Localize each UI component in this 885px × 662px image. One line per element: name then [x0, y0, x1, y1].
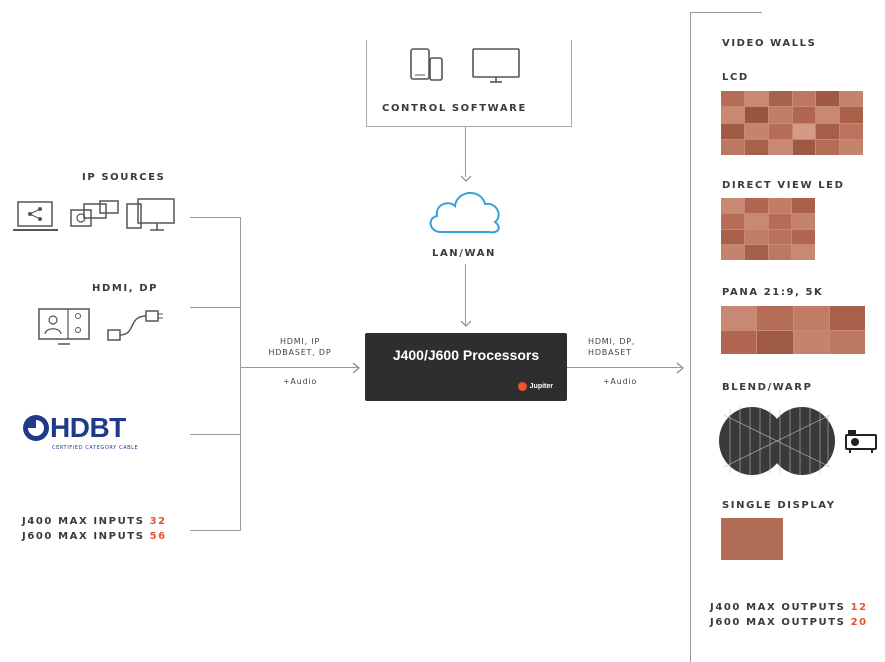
max-outputs-j400-label: J400 MAX OUTPUTS — [710, 602, 851, 613]
video-conference-icon — [38, 308, 90, 345]
dvled-label: DIRECT VIEW LED — [722, 180, 845, 191]
input-audio-label: +Audio — [282, 377, 318, 386]
processor-title: J400/J600 Processors — [392, 347, 540, 363]
cloud-to-processor-line — [465, 264, 466, 326]
processor-to-output-line — [567, 367, 681, 368]
max-inputs-j600: J600 MAX INPUTS 56 — [22, 531, 167, 542]
hdbt-connector — [190, 434, 240, 435]
processor-box: J400/J600 Processors Jupiter — [365, 333, 567, 401]
lcd-wall-image — [721, 91, 863, 155]
control-software-label: CONTROL SOFTWARE — [382, 103, 527, 114]
arrow-right-icon — [352, 362, 360, 374]
max-outputs-j600: J600 MAX OUTPUTS 20 — [710, 617, 868, 628]
blend-warp-image — [719, 407, 835, 475]
jupiter-logo-text: Jupiter — [529, 383, 553, 390]
input-to-processor-line — [240, 367, 358, 368]
camera-icon — [70, 200, 119, 227]
single-display-label: SINGLE DISPLAY — [722, 500, 836, 511]
max-inputs-j400-label: J400 MAX INPUTS — [22, 516, 150, 527]
hdbt-logo-text: HDBT — [50, 412, 126, 443]
lan-wan-label: LAN/WAN — [432, 248, 497, 259]
projector-icon — [845, 430, 877, 453]
max-outputs-j600-label: J600 MAX OUTPUTS — [710, 617, 851, 628]
arrow-down-icon — [460, 320, 472, 327]
arrow-down-icon — [460, 175, 472, 182]
max-inputs-j400: J400 MAX INPUTS 32 — [22, 516, 167, 527]
hdbt-logo-subtitle: CERTIFIED CATEGORY CABLE — [52, 445, 139, 451]
hdmi-dp-label: HDMI, DP — [92, 283, 159, 294]
control-to-cloud-line — [465, 127, 466, 177]
arrow-right-icon — [676, 362, 684, 374]
hdmi-dp-connector — [190, 307, 240, 308]
dvled-wall-image — [721, 198, 815, 260]
tablet-phone-icon — [410, 48, 443, 81]
output-audio-label: +Audio — [602, 377, 638, 386]
cloud-icon — [429, 192, 500, 234]
max-outputs-j400-value: 12 — [850, 602, 868, 613]
max-inputs-j400-value: 32 — [149, 516, 167, 527]
max-inputs-connector — [190, 530, 240, 531]
pana-wall-image — [721, 306, 865, 354]
jupiter-logo: Jupiter — [517, 382, 553, 391]
hdbt-logo: HDBT CERTIFIED CATEGORY CABLE — [22, 412, 182, 456]
desktop-computer-icon — [126, 198, 175, 231]
cable-connector-icon — [107, 310, 163, 341]
hdbt-logo-mark-icon — [23, 415, 49, 441]
jupiter-logo-mark-icon — [517, 382, 527, 391]
input-link-line2: HDBASET, DP — [268, 348, 332, 357]
max-inputs-j600-label: J600 MAX INPUTS — [22, 531, 150, 542]
max-outputs-j400: J400 MAX OUTPUTS 12 — [710, 602, 868, 613]
blend-warp-label: BLEND/WARP — [722, 382, 813, 393]
lcd-label: LCD — [722, 72, 749, 83]
output-panel-top — [690, 12, 762, 13]
output-link-line1: HDMI, DP, — [588, 337, 636, 346]
ip-sources-label: IP SOURCES — [82, 172, 166, 183]
max-outputs-j600-value: 20 — [850, 617, 868, 628]
monitor-icon — [472, 48, 520, 83]
single-display-image — [721, 518, 783, 560]
input-link-label: HDMI, IP HDBASET, DP — [252, 336, 348, 358]
output-link-line2: HDBASET — [588, 348, 632, 357]
video-walls-title: VIDEO WALLS — [722, 38, 817, 49]
ip-sources-connector — [190, 217, 240, 218]
input-link-line1: HDMI, IP — [279, 337, 321, 346]
pana-label: PANA 21:9, 5K — [722, 287, 824, 298]
output-link-label: HDMI, DP, HDBASET — [578, 336, 668, 358]
control-software-box — [366, 40, 572, 127]
input-bus-line — [240, 217, 241, 531]
max-inputs-j600-value: 56 — [149, 531, 167, 542]
output-panel-border — [690, 12, 691, 662]
laptop-share-icon — [13, 201, 58, 231]
